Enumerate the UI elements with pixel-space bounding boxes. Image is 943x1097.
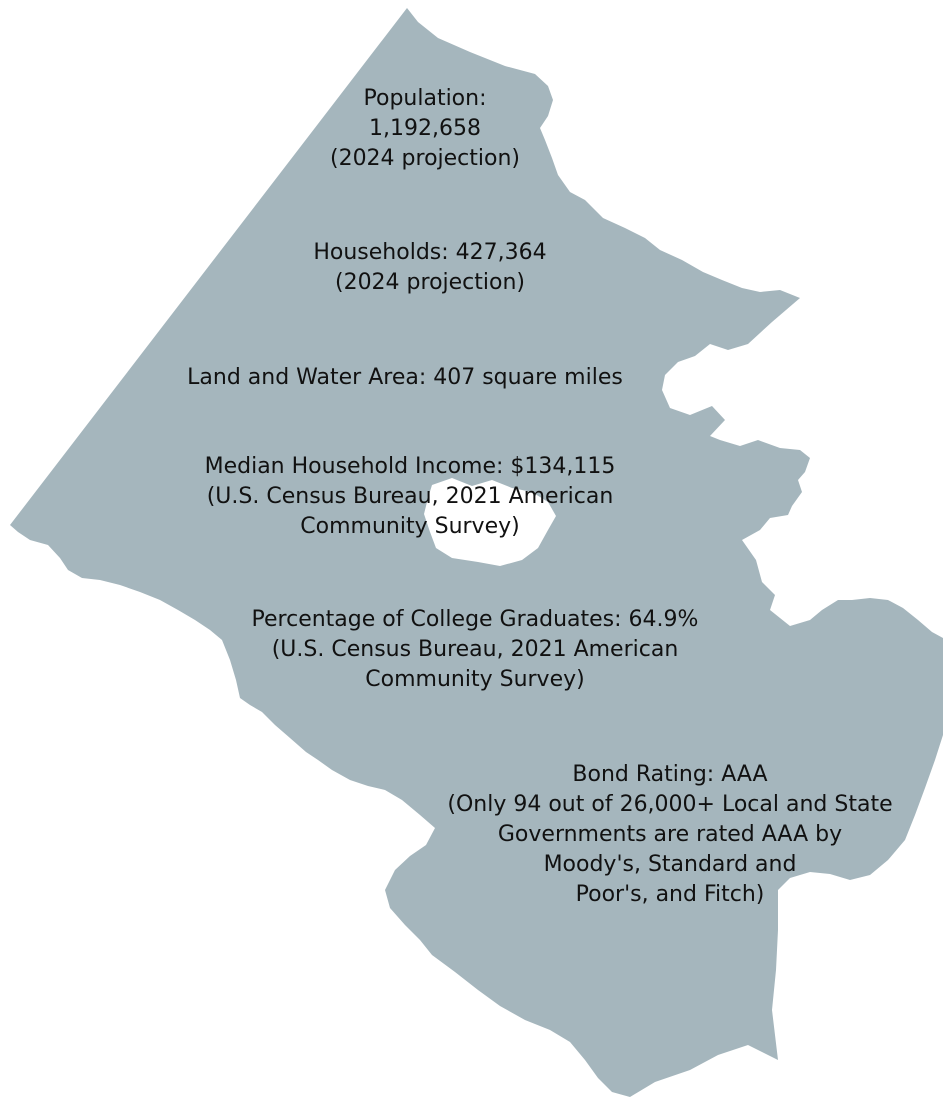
- population-label: Population: 1,192,658 (2024 projection): [320, 84, 530, 174]
- income-source-line1: (U.S. Census Bureau, 2021 American: [206, 484, 614, 509]
- bond-note-line3: Moody's, Standard and: [543, 852, 797, 877]
- area-value: Land and Water Area: 407 square miles: [187, 365, 623, 390]
- bond-note-line1: (Only 94 out of 26,000+ Local and State: [447, 792, 893, 817]
- households-label: Households: 427,364 (2024 projection): [260, 238, 600, 298]
- households-note: (2024 projection): [334, 270, 526, 295]
- income-label: Median Household Income: $134,115 (U.S. …: [150, 452, 670, 542]
- households-value: Households: 427,364: [313, 240, 547, 265]
- county-land-area: [10, 8, 943, 1097]
- area-label: Land and Water Area: 407 square miles: [140, 363, 670, 393]
- bond-note-line2: Governments are rated AAA by: [497, 822, 843, 847]
- college-label: Percentage of College Graduates: 64.9% (…: [215, 605, 735, 695]
- population-note: (2024 projection): [329, 146, 521, 171]
- bond-note-line4: Poor's, and Fitch): [575, 882, 765, 907]
- bond-label: Bond Rating: AAA (Only 94 out of 26,000+…: [410, 760, 930, 910]
- college-value: Percentage of College Graduates: 64.9%: [251, 607, 699, 632]
- income-value: Median Household Income: $134,115: [204, 454, 616, 479]
- college-source-line2: Community Survey): [365, 667, 585, 692]
- population-title: Population:: [363, 86, 487, 111]
- bond-value: Bond Rating: AAA: [572, 762, 768, 787]
- population-value: 1,192,658: [369, 116, 481, 141]
- college-source-line1: (U.S. Census Bureau, 2021 American: [271, 637, 679, 662]
- income-source-line2: Community Survey): [300, 514, 520, 539]
